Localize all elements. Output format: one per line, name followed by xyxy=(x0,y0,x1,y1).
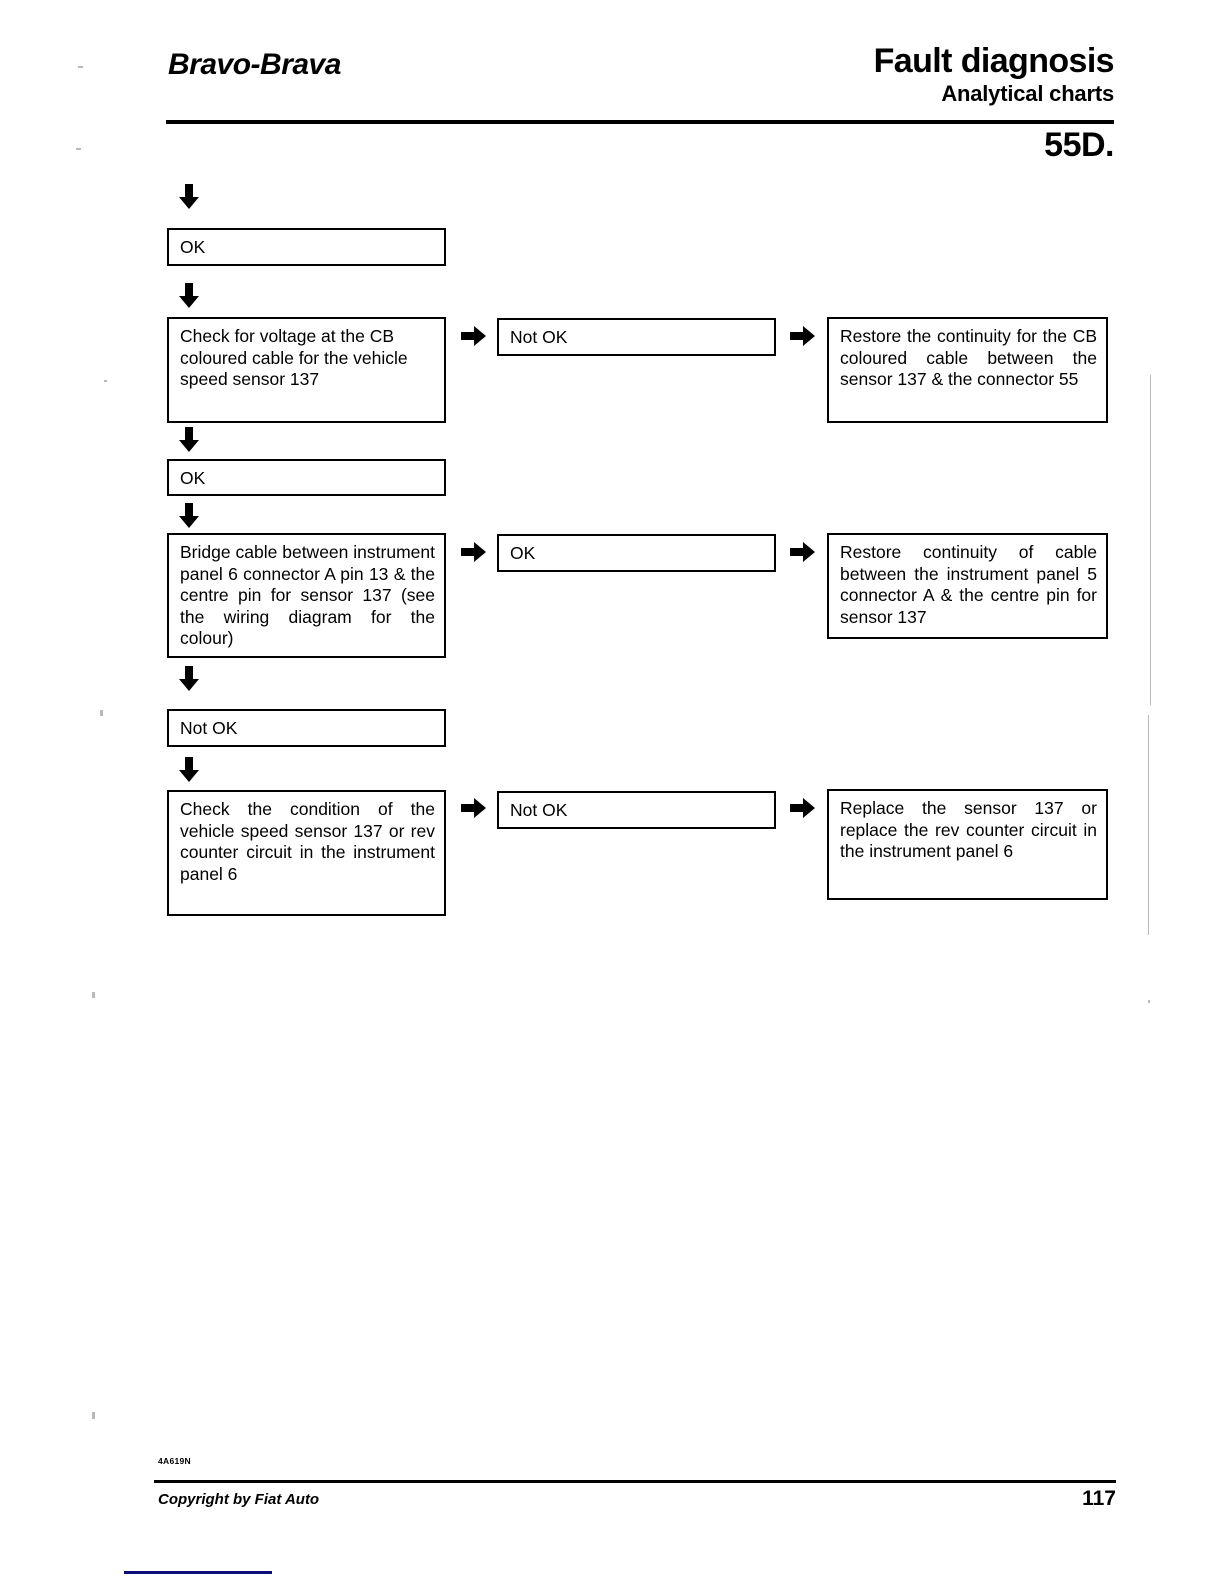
arrow-down-icon xyxy=(178,666,200,692)
arrow-down-icon xyxy=(178,427,200,453)
flow-node: OK xyxy=(167,228,446,266)
bottom-registration-mark xyxy=(124,1571,272,1574)
arrow-down-icon xyxy=(178,283,200,309)
header-title-group: Fault diagnosis Analytical charts xyxy=(514,42,1115,107)
header-divider xyxy=(166,120,1114,124)
flow-node: Restore the continuity for the CB colour… xyxy=(827,317,1108,423)
flow-node: Replace the sensor 137 or replace the re… xyxy=(827,789,1108,900)
arrow-right-icon xyxy=(790,541,816,563)
flow-node: Check for voltage at the CB coloured cab… xyxy=(167,317,446,423)
flow-node: Not OK xyxy=(497,791,776,829)
arrow-down-icon xyxy=(178,757,200,783)
flow-node: Restore continuity of cable between the … xyxy=(827,533,1108,639)
flow-node: OK xyxy=(497,534,776,572)
flow-node-label: Replace the sensor 137 or replace the re… xyxy=(840,798,1097,861)
flow-node-label: OK xyxy=(180,468,206,488)
flow-node-label: Restore the continuity for the CB colour… xyxy=(840,326,1097,389)
footer-divider xyxy=(154,1480,1116,1483)
arrow-down-icon xyxy=(178,184,200,210)
flow-node-label: Not OK xyxy=(510,327,568,347)
flow-node-label: Not OK xyxy=(180,718,238,738)
arrow-right-icon xyxy=(790,797,816,819)
flow-node: OK xyxy=(167,459,446,496)
flow-node: Not OK xyxy=(497,318,776,356)
page-title: Fault diagnosis xyxy=(873,42,1115,80)
scan-artifact xyxy=(1150,375,1151,705)
flow-node-label: OK xyxy=(510,543,536,563)
scan-artifact xyxy=(92,1412,95,1419)
section-code: 55D. xyxy=(1044,126,1114,164)
copyright-notice: Copyright by Fiat Auto xyxy=(158,1491,320,1508)
flow-node-label: Check for voltage at the CB coloured cab… xyxy=(180,326,408,389)
flow-node-label: Check the condition of the vehicle speed… xyxy=(180,799,435,884)
flow-node: Check the condition of the vehicle speed… xyxy=(167,790,446,916)
scan-artifact xyxy=(78,66,83,68)
plate-code: 4A619N xyxy=(158,1456,191,1466)
page-header: Bravo-Brava Fault diagnosis Analytical c… xyxy=(0,0,1224,170)
scan-artifact xyxy=(1148,715,1149,935)
scan-artifact xyxy=(92,992,95,998)
arrow-right-icon xyxy=(461,325,487,347)
scan-artifact xyxy=(104,380,107,382)
arrow-right-icon xyxy=(461,797,487,819)
scan-artifact xyxy=(76,148,81,150)
scan-artifact xyxy=(100,710,103,716)
arrow-right-icon xyxy=(790,325,816,347)
flow-node-label: Bridge cable between instrument panel 6 … xyxy=(180,542,435,648)
flow-node: Not OK xyxy=(167,709,446,747)
arrow-right-icon xyxy=(461,541,487,563)
scan-artifact xyxy=(1148,1000,1150,1003)
arrow-down-icon xyxy=(178,503,200,529)
page-subtitle: Analytical charts xyxy=(941,81,1114,106)
document-model-title: Bravo-Brava xyxy=(168,48,341,81)
flow-node-label: Restore continuity of cable between the … xyxy=(840,542,1097,627)
flow-node: Bridge cable between instrument panel 6 … xyxy=(167,533,446,658)
page-number: 117 xyxy=(1082,1487,1116,1510)
flow-node-label: Not OK xyxy=(510,800,568,820)
flow-node-label: OK xyxy=(180,237,206,257)
